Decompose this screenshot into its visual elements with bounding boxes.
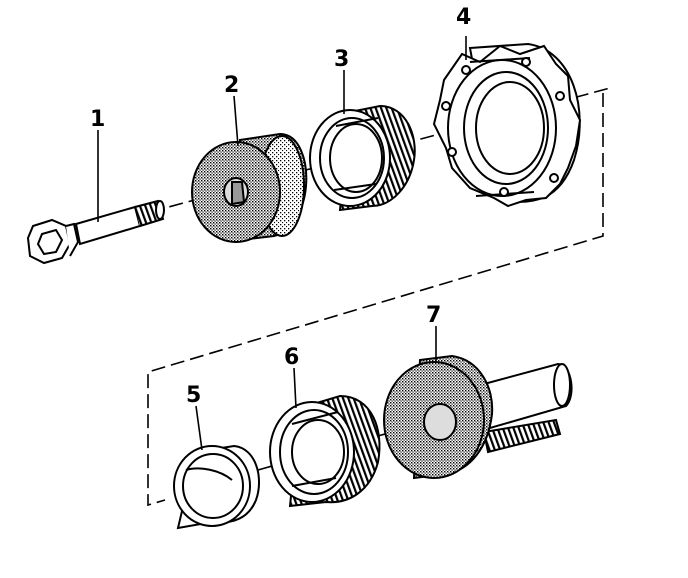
housing-part bbox=[432, 42, 582, 208]
callout-7: 7 bbox=[426, 303, 441, 328]
bearing-part-lower bbox=[269, 394, 381, 508]
bolt-part bbox=[26, 199, 165, 265]
callout-5: 5 bbox=[186, 383, 201, 408]
callout-3: 3 bbox=[334, 47, 349, 72]
callout-2: 2 bbox=[224, 73, 239, 98]
callout-4: 4 bbox=[456, 5, 471, 30]
bearing-part-upper bbox=[309, 104, 416, 212]
hub-part bbox=[191, 132, 308, 243]
shaft-hub-part bbox=[383, 354, 573, 480]
callout-1: 1 bbox=[90, 107, 105, 132]
leader-lines bbox=[97, 36, 467, 451]
race-part bbox=[173, 444, 260, 530]
callout-6: 6 bbox=[284, 345, 299, 370]
